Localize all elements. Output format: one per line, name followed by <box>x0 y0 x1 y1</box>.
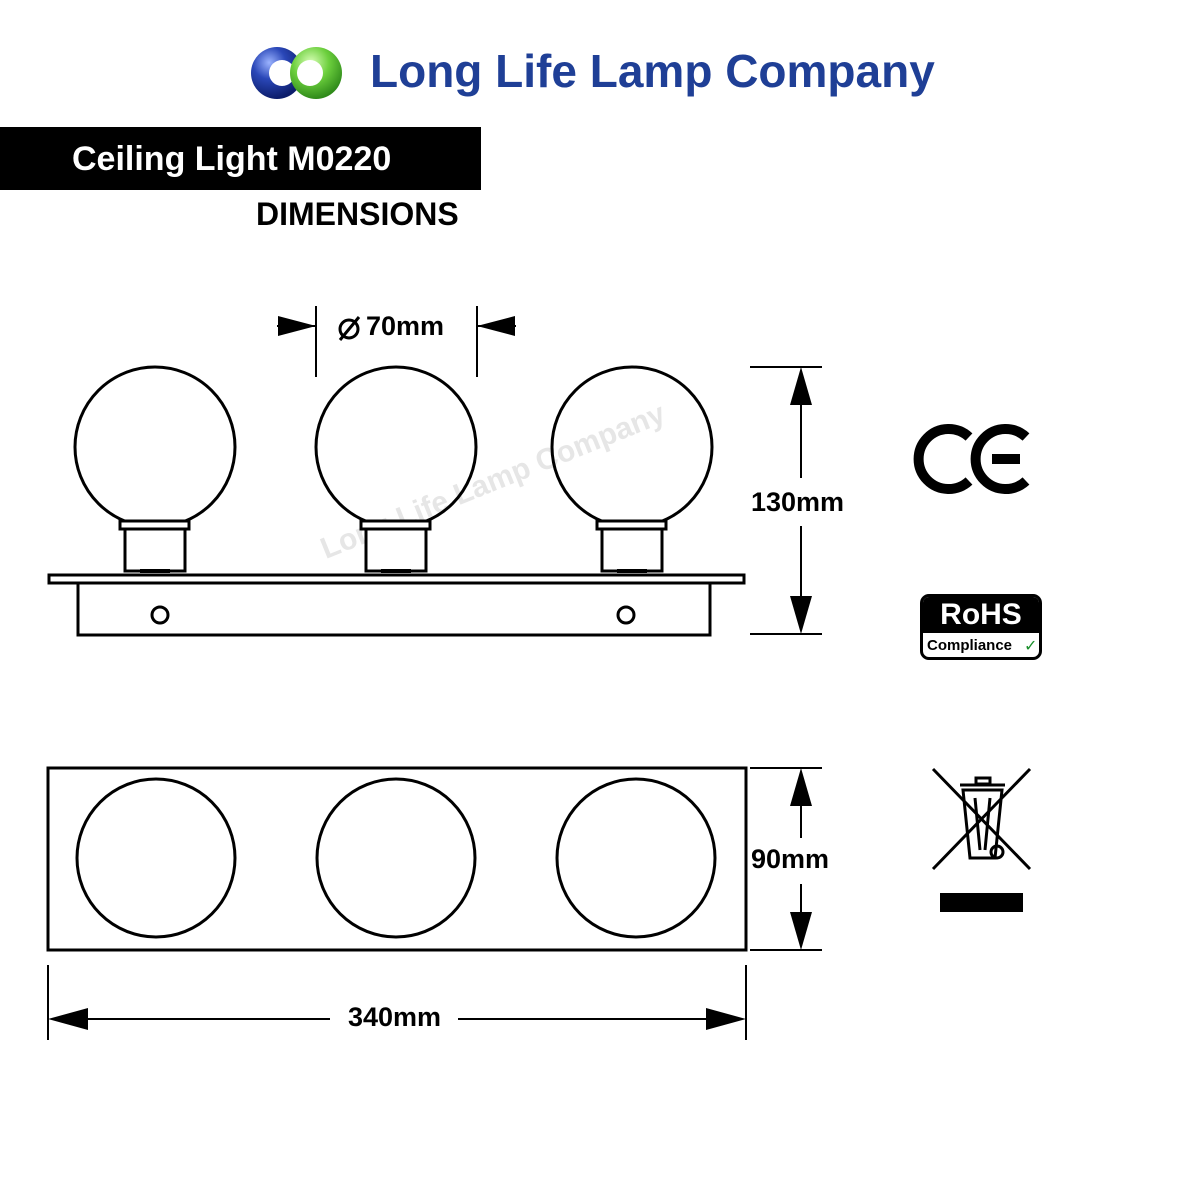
height-label: 130mm <box>751 487 845 517</box>
width-arrows <box>48 1008 746 1030</box>
globe-middle <box>314 365 478 529</box>
title-bar <box>0 127 481 190</box>
plan-globe-left <box>75 777 237 939</box>
screw-hole-right <box>616 605 636 625</box>
base-box <box>76 581 712 637</box>
lamp-holder-middle <box>364 527 428 573</box>
product-title: Ceiling Light M0220 <box>72 140 392 178</box>
diameter-symbol <box>338 316 361 341</box>
depth-label: 90mm <box>751 844 830 874</box>
diameter-arrows <box>278 316 515 336</box>
rohs-compliance-label: Compliance <box>927 637 1013 654</box>
width-label: 340mm <box>342 1002 448 1033</box>
height-arrows <box>790 367 812 634</box>
section-subtitle: DIMENSIONS <box>256 196 459 232</box>
plan-globe-right <box>555 777 717 939</box>
diameter-label: 70mm <box>366 311 445 341</box>
plan-globe-middle <box>315 777 477 939</box>
company-name: Long Life Lamp Company <box>370 45 935 97</box>
screw-hole-left <box>150 605 170 625</box>
depth-arrows <box>790 768 812 950</box>
ce-mark-icon <box>913 424 1030 494</box>
company-logo <box>251 47 342 99</box>
weee-bar <box>940 893 1023 912</box>
lamp-holder-left <box>123 527 187 573</box>
lamp-holder-right <box>600 527 664 573</box>
rohs-header <box>923 597 1039 633</box>
globe-left <box>73 365 237 529</box>
rohs-label: RoHS <box>940 598 1022 631</box>
globe-right <box>550 365 714 529</box>
weee-bin-icon <box>931 767 1032 871</box>
check-icon: ✓ <box>1024 638 1038 655</box>
plan-base-plate <box>46 766 748 952</box>
